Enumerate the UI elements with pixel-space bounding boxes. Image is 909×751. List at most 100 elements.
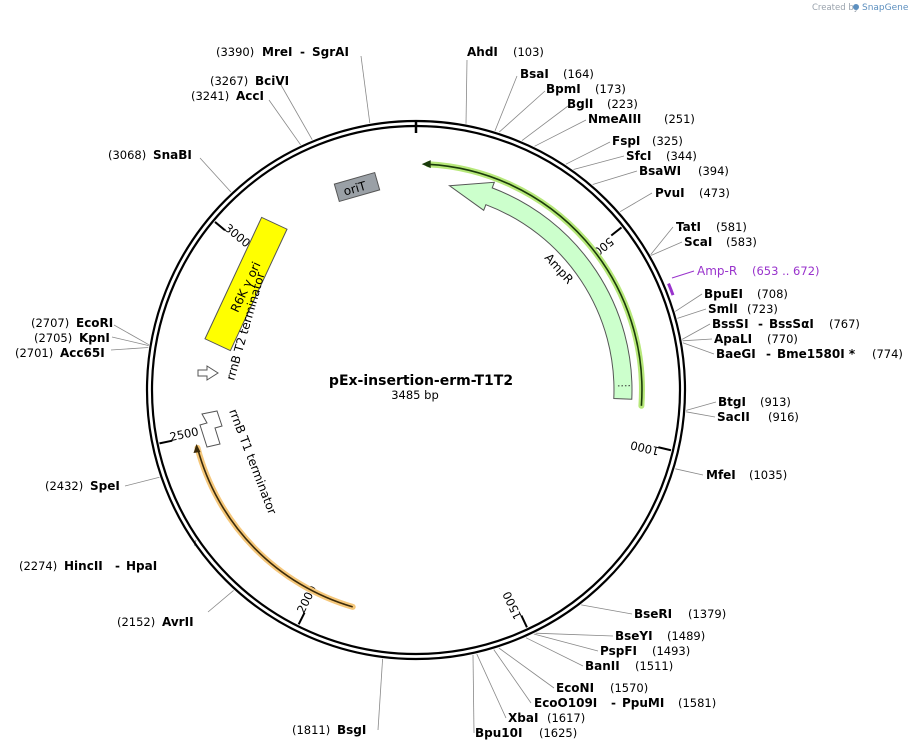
snapgene-logo-icon xyxy=(853,4,859,10)
t2-terminator-arrow-icon xyxy=(197,365,219,381)
site-position: (767) xyxy=(829,317,860,331)
site-position: (916) xyxy=(768,410,799,424)
site-leader-line xyxy=(110,347,149,351)
site-leader-line xyxy=(498,90,546,133)
site-leader-line xyxy=(113,324,149,346)
site-leader-line xyxy=(686,401,717,411)
site-name-alt: BssSαI xyxy=(769,317,814,331)
site-leader-line xyxy=(493,649,532,704)
tick-mark-1500 xyxy=(520,615,528,628)
site-position: (1493) xyxy=(652,644,690,658)
site-leader-line xyxy=(675,293,703,312)
site-name: PspFI xyxy=(600,644,637,658)
plasmid-size: 3485 bp xyxy=(391,388,439,402)
site-position: (1625) xyxy=(539,726,577,740)
site-position: (1035) xyxy=(749,468,787,482)
site-scai: ScaI (583) xyxy=(684,235,757,249)
site-name: SpeI xyxy=(90,479,120,493)
site-position: (3241) xyxy=(191,89,229,103)
primer-range: (653 .. 672) xyxy=(752,264,820,278)
site-name: SfcI xyxy=(626,149,651,163)
primer-amp-r-marker xyxy=(667,283,675,296)
site-name: ScaI xyxy=(684,235,712,249)
site-name: BpmI xyxy=(546,82,581,96)
site-leader-line xyxy=(682,338,713,342)
site-position: (1811) xyxy=(292,723,330,737)
site-name: ApaLI xyxy=(714,332,752,346)
orf-arc-green xyxy=(428,163,643,406)
site-position: (2707) xyxy=(31,316,69,330)
site-position: (251) xyxy=(664,112,695,126)
credit-brand: SnapGene xyxy=(862,3,909,13)
site-ecoo109i: EcoO109I - PpuMI (1581) xyxy=(534,696,716,710)
site-pspfi: PspFI (1493) xyxy=(600,644,690,658)
site-bsgi: (1811) BsgI xyxy=(292,723,366,737)
rrnb-t1-terminator: rrnB T1 terminator xyxy=(199,407,279,516)
site-position: (583) xyxy=(726,235,757,249)
site-fspi: FspI (325) xyxy=(612,134,683,148)
orf-green-arrowhead-icon xyxy=(421,160,431,169)
site-bpuei: BpuEI (708) xyxy=(704,287,788,301)
site-name: NmeAIII xyxy=(588,112,641,126)
site-snabi: (3068) SnaBI xyxy=(108,148,192,162)
orf-orange-arrowhead-icon xyxy=(193,444,201,453)
site-leader-line xyxy=(565,141,611,165)
site-position: (1511) xyxy=(635,659,673,673)
site-name: EcoRI xyxy=(76,316,113,330)
site-position: (173) xyxy=(595,82,626,96)
site-leader-line xyxy=(268,99,301,146)
site-position: (1379) xyxy=(688,607,726,621)
site-leader-line xyxy=(465,59,468,124)
site-leader-line xyxy=(207,590,234,613)
svg-text:-: - xyxy=(115,559,120,573)
site-position: (103) xyxy=(513,45,544,59)
site-position: (723) xyxy=(747,302,778,316)
site-name: BanII xyxy=(585,659,620,673)
site-leader-line xyxy=(581,604,633,615)
site-name: BglI xyxy=(567,97,593,111)
site-bsssi: BssSI - BssSαI (767) xyxy=(712,317,860,331)
ampr-feature-arrow xyxy=(447,181,633,400)
site-leader-line xyxy=(360,55,371,124)
site-name: FspI xyxy=(612,134,640,148)
site-name: BpuEI xyxy=(704,287,743,301)
site-leader-line xyxy=(686,411,716,418)
site-leader-line xyxy=(535,632,614,637)
site-mrei: (3390) MreI - SgrAI xyxy=(216,45,349,59)
site-leader-line xyxy=(199,157,232,193)
site-sfci: SfcI (344) xyxy=(626,149,697,163)
tick-mark-500 xyxy=(610,226,623,237)
site-bseri: BseRI (1379) xyxy=(634,607,726,621)
site-xbai: XbaI (1617) xyxy=(508,711,585,725)
site-position: (913) xyxy=(760,395,791,409)
tick-mark-1000 xyxy=(658,446,672,452)
site-avrii: (2152) AvrII xyxy=(117,615,194,629)
site-ahdi: AhdI (103) xyxy=(467,45,544,59)
site-position: (581) xyxy=(716,220,747,234)
site-leader-line xyxy=(650,226,674,255)
site-kpni: (2705) KpnI xyxy=(34,331,110,345)
site-name: BsgI xyxy=(337,723,366,737)
site-baegi: BaeGI - Bme1580I * (774) xyxy=(716,347,903,361)
site-name: AhdI xyxy=(467,45,498,59)
site-name: BssSI xyxy=(712,317,749,331)
tick-label-2500: 2500 xyxy=(168,424,200,444)
site-name: BciVI xyxy=(255,74,289,88)
site-name: XbaI xyxy=(508,711,538,725)
site-ecori: (2707) EcoRI xyxy=(31,316,113,330)
site-name: SmlI xyxy=(708,302,738,316)
site-position: (1617) xyxy=(547,711,585,725)
site-position: (164) xyxy=(563,67,594,81)
site-name: AccI xyxy=(236,89,264,103)
site-name: BseYI xyxy=(615,629,653,643)
site-name: Acc65I xyxy=(60,346,105,360)
site-position: (3068) xyxy=(108,148,146,162)
svg-text:-: - xyxy=(758,317,763,331)
site-name: BaeGI xyxy=(716,347,756,361)
svg-text:-: - xyxy=(766,347,771,361)
site-leader-line xyxy=(682,323,711,340)
site-econi: EcoNI (1570) xyxy=(556,681,648,695)
site-name-alt: PpuMI xyxy=(622,696,664,710)
site-smli: SmlI (723) xyxy=(708,302,778,316)
site-bpu10i: Bpu10I (1625) xyxy=(475,726,577,740)
